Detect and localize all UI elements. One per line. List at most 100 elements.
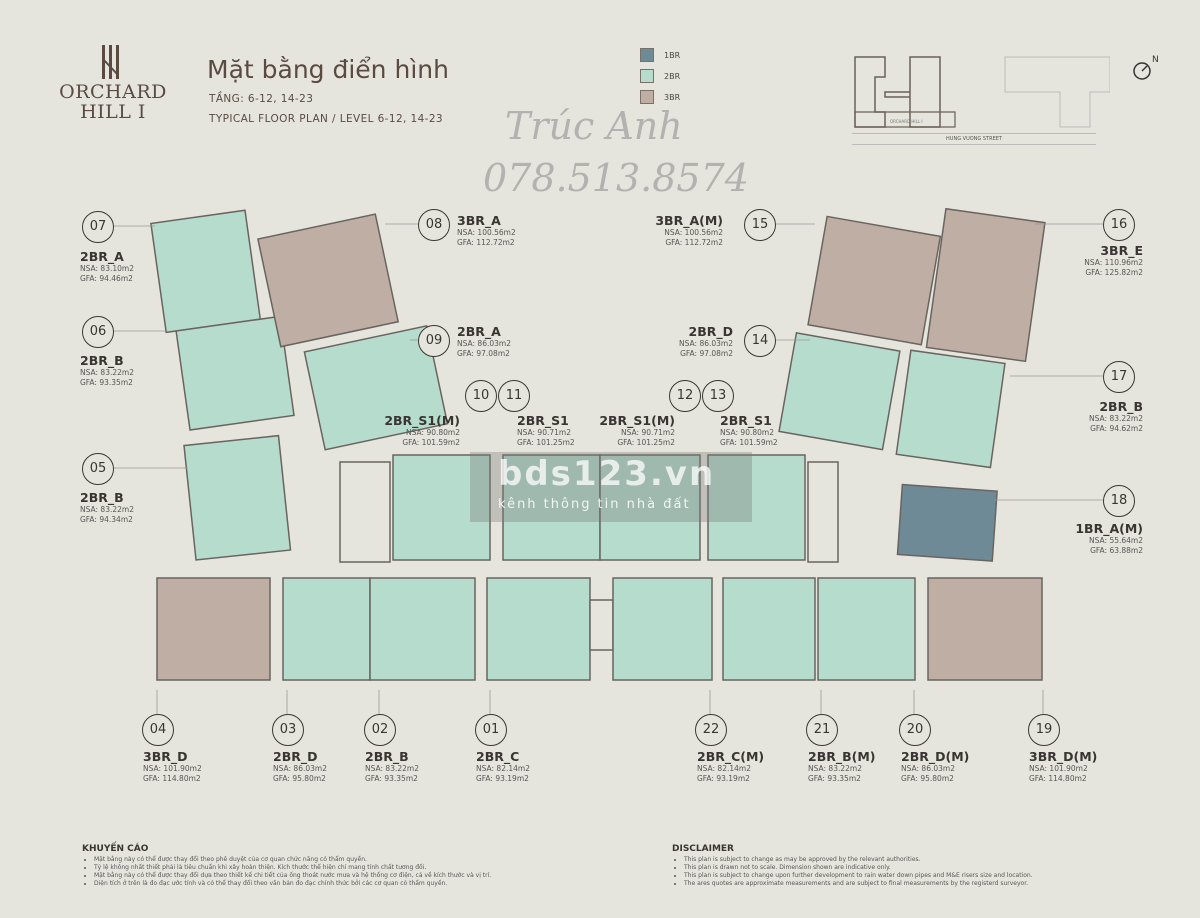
unit-type: 3BR_D	[143, 749, 188, 764]
brand-line2: HILL I	[80, 101, 146, 123]
unit-number-09: 09	[418, 325, 450, 357]
legend-swatch	[640, 90, 654, 104]
unit-gfa: GFA: 93.35m2	[80, 378, 133, 387]
unit-type: 1BR_A(M)	[1075, 521, 1143, 536]
unit-nsa: NSA: 83.10m2	[80, 264, 134, 273]
unit-type: 2BR_A	[457, 324, 501, 339]
unit-type: 2BR_C(M)	[697, 749, 765, 764]
orchard-hill-logo-icon	[102, 45, 119, 79]
unit-type: 2BR_C	[476, 749, 520, 764]
unit-number-02: 02	[364, 714, 396, 746]
unit-nsa: NSA: 90.80m2	[406, 428, 460, 437]
corridor-right	[807, 461, 839, 563]
notes-en-item: This plan is subject to change upon furt…	[684, 872, 1132, 880]
watermark-phone: 078.513.8574	[483, 156, 749, 200]
unit-number-06: 06	[82, 316, 114, 348]
unit-nsa: NSA: 90.71m2	[621, 428, 675, 437]
unit-gfa: GFA: 94.46m2	[80, 274, 133, 283]
unit-number-04: 04	[142, 714, 174, 746]
unit-gfa: GFA: 112.72m2	[457, 238, 515, 247]
unit-number-05: 05	[82, 453, 114, 485]
unit-nsa: NSA: 86.03m2	[679, 339, 733, 348]
unit-type: 2BR_B	[1099, 399, 1143, 414]
unit-13-shape	[707, 454, 806, 561]
keyplan-building-label: ORCHARD HILL I	[890, 119, 923, 124]
unit-06-shape	[175, 315, 295, 431]
brand-line1: ORCHARD	[59, 81, 167, 103]
leader-lines	[112, 223, 1103, 714]
unit-gfa: GFA: 93.19m2	[697, 774, 750, 783]
unit-gfa: GFA: 94.34m2	[80, 515, 133, 524]
unit-gfa: GFA: 95.80m2	[273, 774, 326, 783]
unit-number-18: 18	[1103, 485, 1135, 517]
corridor-left	[339, 461, 391, 563]
unit-nsa: NSA: 83.22m2	[808, 764, 862, 773]
unit-15-shape	[807, 215, 942, 346]
unit-number-17: 17	[1103, 361, 1135, 393]
unit-number-13: 13	[702, 380, 734, 412]
notes-en-title: DISCLAIMER	[672, 844, 734, 854]
legend-label: 2BR	[664, 71, 681, 81]
unit-number-08: 08	[418, 209, 450, 241]
unit-gfa: GFA: 97.08m2	[457, 349, 510, 358]
compass-icon	[1133, 62, 1151, 80]
unit-type: 2BR_B(M)	[808, 749, 876, 764]
notes-en-item: This plan is drawn not to scale. Dimensi…	[684, 864, 1132, 872]
unit-04-shape	[156, 577, 271, 681]
subtitle-vi: TẦNG: 6-12, 14-23	[209, 93, 314, 105]
unit-type: 2BR_B	[80, 490, 124, 505]
unit-number-14: 14	[744, 325, 776, 357]
unit-nsa: NSA: 55.64m2	[1089, 536, 1143, 545]
unit-type: 2BR_B	[80, 353, 124, 368]
legend-label: 3BR	[664, 92, 681, 102]
unit-number-20: 20	[899, 714, 931, 746]
unit-14-shape	[778, 332, 901, 451]
unit-number-21: 21	[806, 714, 838, 746]
unit-nsa: NSA: 101.90m2	[143, 764, 202, 773]
unit-17-shape	[895, 349, 1006, 469]
unit-type: 3BR_E	[1100, 243, 1143, 258]
unit-nsa: NSA: 100.56m2	[457, 228, 516, 237]
unit-nsa: NSA: 82.14m2	[697, 764, 751, 773]
unit-gfa: GFA: 101.59m2	[720, 438, 778, 447]
unit-19-shape	[927, 577, 1043, 681]
unit-gfa: GFA: 97.08m2	[680, 349, 733, 358]
unit-nsa: NSA: 83.22m2	[80, 505, 134, 514]
stair-core	[589, 599, 614, 651]
unit-12-shape	[599, 454, 701, 561]
legend-1br: 1BR	[640, 48, 680, 62]
unit-gfa: GFA: 125.82m2	[1085, 268, 1143, 277]
unit-nsa: NSA: 86.03m2	[273, 764, 327, 773]
unit-type: 2BR_A	[80, 249, 124, 264]
unit-11-shape	[502, 454, 601, 561]
unit-gfa: GFA: 101.25m2	[617, 438, 675, 447]
unit-type: 2BR_S1(M)	[384, 413, 460, 428]
unit-nsa: NSA: 82.14m2	[476, 764, 530, 773]
unit-07-shape	[150, 209, 262, 334]
unit-nsa: NSA: 83.22m2	[1089, 414, 1143, 423]
notes-vi-item: Tỷ lệ không nhất thiết phải là tiêu chuẩ…	[94, 864, 582, 872]
unit-03-shape	[282, 577, 371, 681]
unit-gfa: GFA: 93.19m2	[476, 774, 529, 783]
notes-vi-item: Mặt bằng này có thể được thay đổi theo p…	[94, 856, 582, 864]
unit-gfa: GFA: 63.88m2	[1090, 546, 1143, 555]
unit-gfa: GFA: 101.25m2	[517, 438, 575, 447]
notes-vi-item: Diện tích ở trên là đo đạc ước tính và c…	[94, 880, 582, 888]
unit-nsa: NSA: 83.22m2	[365, 764, 419, 773]
unit-05-shape	[183, 434, 292, 561]
unit-16-shape	[925, 207, 1046, 363]
watermark-tagline: kênh thông tin nhà đất	[498, 497, 691, 512]
unit-nsa: NSA: 110.96m2	[1084, 258, 1143, 267]
unit-nsa: NSA: 86.03m2	[901, 764, 955, 773]
page-title: Mặt bằng điển hình	[207, 55, 449, 84]
